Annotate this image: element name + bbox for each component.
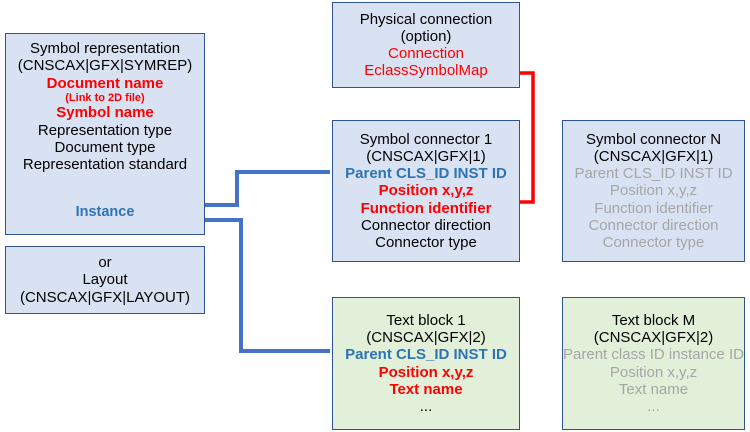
symconn1-line-4: Function identifier xyxy=(360,199,492,217)
textblock1-line-1: (CNSCAX|GFX|2) xyxy=(366,329,486,346)
textblockM-line-4: Text name xyxy=(618,380,689,398)
box-layout[interactable]: or Layout (CNSCAX|GFX|LAYOUT) xyxy=(5,246,205,314)
box-text-block-1[interactable]: Text block 1 (CNSCAX|GFX|2) Parent CLS_I… xyxy=(332,297,520,430)
symconnN-line-3: Position x,y,z xyxy=(609,182,698,200)
symconnN-line-5: Connector direction xyxy=(588,216,719,234)
symconnN-line-6: Connector type xyxy=(602,234,705,252)
symrep-line-3: (Link to 2D file) xyxy=(65,91,145,104)
box-physical-connection[interactable]: Physical connection (option) Connection … xyxy=(332,2,520,88)
symconn1-line-3: Position x,y,z xyxy=(378,182,474,200)
symconnN-line-0: Symbol connector N xyxy=(585,130,722,148)
symconn1-line-0: Symbol connector 1 xyxy=(359,130,493,148)
symrep-line-4: Symbol name xyxy=(56,104,154,122)
symconn1-line-6: Connector type xyxy=(375,234,477,252)
symrep-line-6: Document type xyxy=(54,138,156,156)
textblockM-line-3: Position x,y,z xyxy=(609,363,698,381)
textblockM-line-2: Parent class ID instance ID xyxy=(563,346,744,364)
physconn-line-3: EclassSymbolMap xyxy=(364,62,488,80)
physconn-line-1: (option) xyxy=(400,27,452,45)
symconnN-line-1: (CNSCAX|GFX|1) xyxy=(593,147,714,165)
symconn1-line-2: Parent CLS_ID INST ID xyxy=(345,165,507,183)
symconnN-line-2: Parent CLS_ID INST ID xyxy=(574,165,733,183)
textblock1-line-2: Parent CLS_ID INST ID xyxy=(345,346,507,364)
box-symbol-representation[interactable]: Symbol representation (CNSCAX|GFX|SYMREP… xyxy=(5,33,205,235)
textblock1-line-3: Position x,y,z xyxy=(378,363,474,381)
physconn-line-0: Physical connection xyxy=(359,10,493,28)
symconnN-line-4: Function identifier xyxy=(594,199,713,217)
symrep-line-0: Symbol representation xyxy=(29,40,181,57)
instance-label: Instance xyxy=(75,204,135,220)
symrep-line-2: Document name xyxy=(46,74,164,92)
symconn1-line-1: (CNSCAX|GFX|1) xyxy=(366,147,486,165)
textblock1-line-5: ... xyxy=(419,398,433,415)
layout-line-0: or xyxy=(98,254,112,272)
textblock1-line-4: Text name xyxy=(389,380,463,398)
layout-line-2: (CNSCAX|GFX|LAYOUT) xyxy=(19,288,191,306)
symrep-line-7: Representation standard xyxy=(22,156,188,174)
symconn1-line-5: Connector direction xyxy=(360,216,492,234)
physconn-line-2: Connection xyxy=(388,45,464,62)
textblockM-line-0: Text block M xyxy=(611,311,696,329)
textblock1-line-0: Text block 1 xyxy=(386,311,466,329)
textblockM-line-5: ... xyxy=(647,398,660,415)
symrep-line-5: Representation type xyxy=(37,121,173,139)
textblockM-line-1: (CNSCAX|GFX|2) xyxy=(593,329,714,346)
box-symbol-connector-n[interactable]: Symbol connector N (CNSCAX|GFX|1) Parent… xyxy=(562,120,745,262)
layout-line-1: Layout xyxy=(82,271,128,289)
symrep-line-1: (CNSCAX|GFX|SYMREP) xyxy=(17,57,193,75)
box-symbol-connector-1[interactable]: Symbol connector 1 (CNSCAX|GFX|1) Parent… xyxy=(332,120,520,262)
box-text-block-m[interactable]: Text block M (CNSCAX|GFX|2) Parent class… xyxy=(562,297,745,430)
